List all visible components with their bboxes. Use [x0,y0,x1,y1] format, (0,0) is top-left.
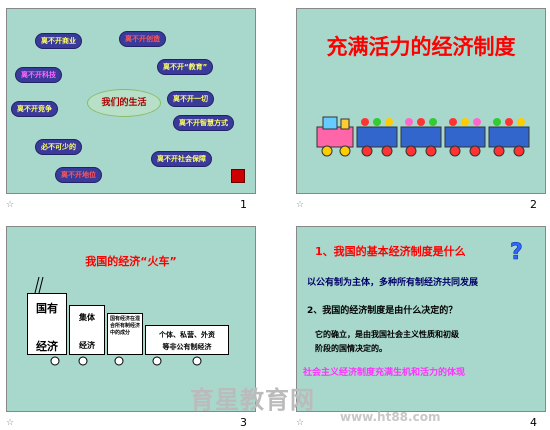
center-ellipse: 我们的生活 [87,89,161,117]
question-mark-icon: ? [510,240,523,263]
bubble-5: 离不开竞争 [11,101,58,117]
bubble-8: 离不开智慧方式 [173,115,234,131]
slide-3-thumbnail[interactable]: 我国的经济“火车” 国有 经济 集体 经济 国有经济在混合所有制经济中的成分 个… [6,226,256,412]
slide-4-thumbnail[interactable]: 1、我国的基本经济制度是什么 ? 以公有制为主体，多种所有制经济共同发展 2、我… [296,226,546,412]
slide-2-thumbnail[interactable]: 充满活力的经济制度 [296,8,546,194]
slide-3-star-icon: ☆ [6,418,15,428]
watermark: 育星教育网 [190,386,315,414]
slide-1-thumbnail[interactable]: 离不开商业 离不开创造 离不开科技 离不开“教育” 离不开竞争 离不开一切 必不… [6,8,256,194]
slide-4-number: 4 [530,416,537,429]
slide-4-star-icon: ☆ [296,418,305,428]
bubble-7: 必不可少的 [35,139,82,155]
bubble-3: 离不开科技 [15,67,62,83]
slide-2-title: 充满活力的经济制度 [326,34,516,59]
bubble-9: 离不开地位 [55,167,102,183]
bubble-2: 离不开创造 [119,31,166,47]
svg-text:?: ? [510,240,523,263]
slide-3-number: 3 [240,416,247,429]
conclusion: 社会主义经济制度充满生机和活力的体现 [303,368,466,378]
question-2: 2、我国的经济制度是由什么决定的？ [307,306,458,316]
answer-2-line-1: 它的确立，是由我国社会主义性质和初级 [315,330,459,339]
slide-1-star-icon: ☆ [6,200,15,210]
train-car-mixed-economy: 国有经济在混合所有制经济中的成分 [107,313,143,355]
question-1: 1、我国的基本经济制度是什么 [315,245,466,258]
train-car-non-public-economy: 个体、私营、外资 等非公有制经济 [145,325,229,355]
watermark-url: www.ht88.com [340,410,441,424]
bubble-10: 离不开社会保障 [151,151,212,167]
train-cabin-state-economy: 国有 经济 [27,293,67,355]
slide-2-star-icon: ☆ [296,200,305,210]
train-outline [34,276,202,366]
train-graphic [316,116,530,157]
answer-1: 以公有制为主体，多种所有制经济共同发展 [307,278,479,288]
slide-2-number: 2 [530,198,537,211]
bubble-1: 离不开商业 [35,33,82,49]
slide-1-number: 1 [240,198,247,211]
answer-2-line-2: 阶段的国情决定的。 [315,344,387,353]
bubble-6: 离不开一切 [167,91,214,107]
red-square-icon [231,169,245,183]
train-car-collective-economy: 集体 经济 [69,305,105,355]
bubble-4: 离不开“教育” [157,59,214,75]
slide-3-title: 我国的经济“火车” [85,255,177,268]
